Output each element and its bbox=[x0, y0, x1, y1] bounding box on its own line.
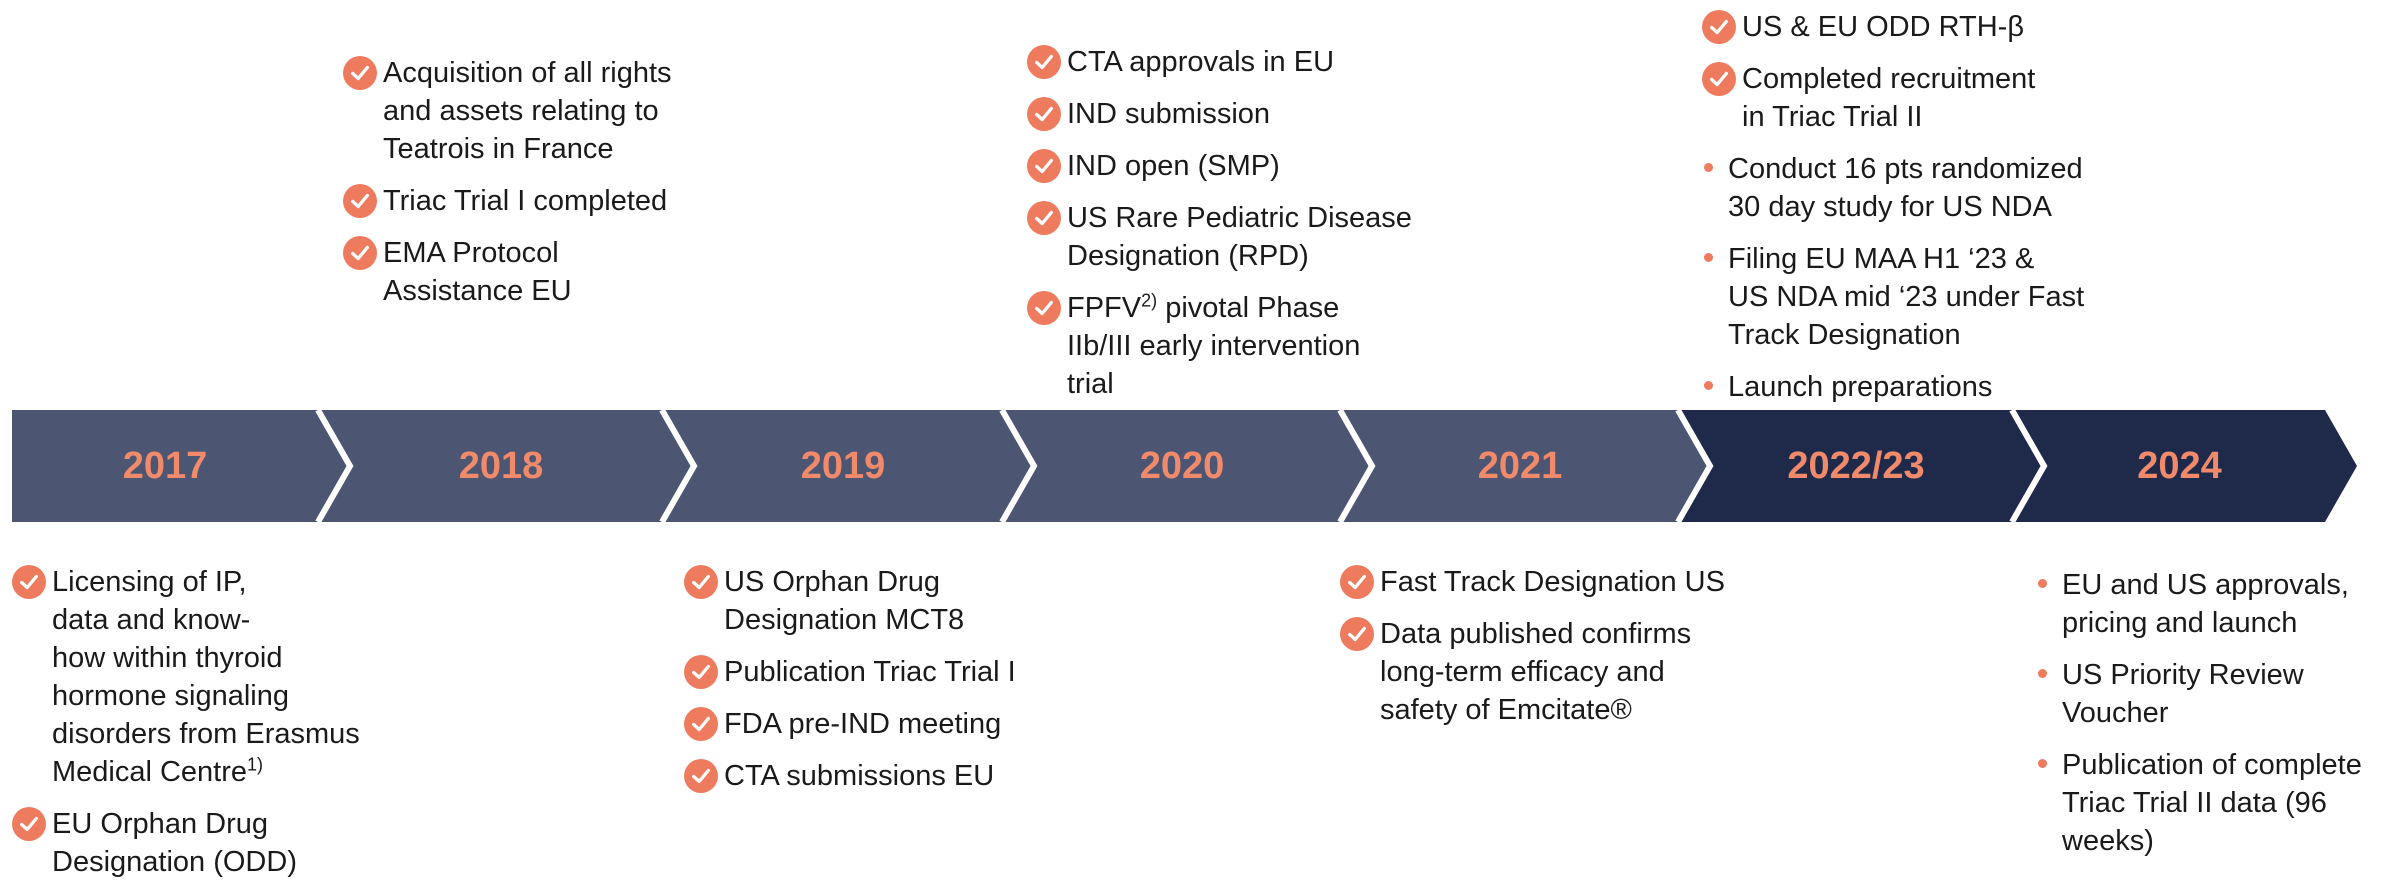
milestones-2018: Acquisition of all rights and assets rel… bbox=[343, 54, 743, 324]
milestone-item: Conduct 16 pts randomized 30 day study f… bbox=[1702, 150, 2122, 226]
milestone-text: Licensing of IP, data and know- how with… bbox=[52, 566, 360, 788]
checkmark-icon bbox=[12, 807, 46, 841]
checkmark-icon bbox=[1027, 97, 1061, 131]
milestone-item: EU Orphan Drug Designation (ODD) bbox=[12, 805, 392, 881]
segment-2018 bbox=[318, 410, 694, 522]
milestones-2021: Fast Track Designation US Data published… bbox=[1340, 563, 1760, 743]
checkmark-icon bbox=[1027, 291, 1061, 325]
checkmark-icon bbox=[1340, 617, 1374, 651]
footnote-ref: 2) bbox=[1141, 290, 1158, 311]
checkmark-icon bbox=[1702, 62, 1736, 96]
milestone-item: CTA submissions EU bbox=[684, 757, 1084, 795]
bullet-dot-icon bbox=[2038, 669, 2047, 678]
year-label-2021: 2021 bbox=[1477, 444, 1563, 487]
milestone-text: IND submission bbox=[1067, 98, 1271, 130]
bullet-dot-icon bbox=[1704, 381, 1713, 390]
milestone-item: US & EU ODD RTH-β bbox=[1702, 8, 2122, 46]
checkmark-icon bbox=[1702, 10, 1736, 44]
milestones-2017: Licensing of IP, data and know- how with… bbox=[12, 563, 392, 895]
milestone-item: FDA pre-IND meeting bbox=[684, 705, 1084, 743]
milestone-text: US Rare Pediatric Disease Designation (R… bbox=[1067, 202, 1412, 272]
milestone-text: Triac Trial I completed bbox=[383, 185, 668, 217]
milestone-text: EMA Protocol Assistance EU bbox=[383, 237, 572, 307]
milestone-text: US Priority Review Voucher bbox=[2062, 659, 2304, 729]
milestone-text: EU and US approvals, pricing and launch bbox=[2062, 569, 2349, 639]
year-label-2022-23: 2022/23 bbox=[1787, 444, 1925, 487]
checkmark-icon bbox=[343, 56, 377, 90]
footnote-ref: 1) bbox=[247, 754, 264, 775]
milestone-item: EU and US approvals, pricing and launch bbox=[2036, 566, 2391, 642]
milestone-item: US Priority Review Voucher bbox=[2036, 656, 2391, 732]
milestone-text: FDA pre-IND meeting bbox=[724, 708, 1002, 740]
milestone-text: EU Orphan Drug Designation (ODD) bbox=[52, 808, 297, 878]
milestone-text: CTA approvals in EU bbox=[1067, 46, 1335, 78]
bullet-dot-icon bbox=[2038, 579, 2047, 588]
milestone-item: Acquisition of all rights and assets rel… bbox=[343, 54, 743, 168]
milestone-item: IND submission bbox=[1027, 95, 1447, 133]
milestone-text: Conduct 16 pts randomized 30 day study f… bbox=[1728, 153, 2083, 223]
milestone-item: Publication Triac Trial I bbox=[684, 653, 1084, 691]
checkmark-icon bbox=[1027, 45, 1061, 79]
bullet-dot-icon bbox=[1704, 163, 1713, 172]
milestone-item: CTA approvals in EU bbox=[1027, 43, 1447, 81]
segment-2017 bbox=[12, 410, 350, 522]
milestone-item: FPFV2) pivotal Phase IIb/III early inter… bbox=[1027, 289, 1447, 403]
milestone-item: Completed recruitment in Triac Trial II bbox=[1702, 60, 2122, 136]
milestone-text: IND open (SMP) bbox=[1067, 150, 1280, 182]
checkmark-icon bbox=[1027, 149, 1061, 183]
checkmark-icon bbox=[12, 565, 46, 599]
bullet-dot-icon bbox=[2038, 759, 2047, 768]
milestone-text: Acquisition of all rights and assets rel… bbox=[383, 57, 672, 165]
milestone-text: Fast Track Designation US bbox=[1380, 566, 1725, 598]
year-label-2019: 2019 bbox=[800, 444, 886, 487]
milestone-text: Publication Triac Trial I bbox=[724, 656, 1016, 688]
milestone-text: CTA submissions EU bbox=[724, 760, 995, 792]
milestone-item: US Orphan Drug Designation MCT8 bbox=[684, 563, 1084, 639]
checkmark-icon bbox=[343, 236, 377, 270]
segment-2020 bbox=[1002, 410, 1372, 522]
milestone-item: Data published confirms long-term effica… bbox=[1340, 615, 1760, 729]
milestone-text-cont: pivotal Phase IIb/III early intervention… bbox=[1067, 292, 1361, 400]
milestone-item: Licensing of IP, data and know- how with… bbox=[12, 563, 392, 791]
year-label-2017: 2017 bbox=[122, 444, 208, 487]
checkmark-icon bbox=[684, 707, 718, 741]
milestone-item: Publication of complete Triac Trial II d… bbox=[2036, 746, 2391, 860]
timeline-bar bbox=[12, 410, 2357, 522]
checkmark-icon bbox=[684, 565, 718, 599]
bullet-dot-icon bbox=[1704, 253, 1713, 262]
milestone-text: US Orphan Drug Designation MCT8 bbox=[724, 566, 965, 636]
segment-2021 bbox=[1340, 410, 1710, 522]
milestone-item: Triac Trial I completed bbox=[343, 182, 743, 220]
checkmark-icon bbox=[1027, 201, 1061, 235]
milestone-text: US & EU ODD RTH-β bbox=[1742, 11, 2024, 43]
year-label-2020: 2020 bbox=[1139, 444, 1225, 487]
segment-2024 bbox=[2012, 410, 2357, 522]
segment-2019 bbox=[662, 410, 1034, 522]
checkmark-icon bbox=[343, 184, 377, 218]
year-label-2018: 2018 bbox=[458, 444, 544, 487]
milestone-text: Publication of complete Triac Trial II d… bbox=[2062, 749, 2362, 857]
milestone-text: Data published confirms long-term effica… bbox=[1380, 618, 1692, 726]
checkmark-icon bbox=[684, 759, 718, 793]
milestone-text: FPFV bbox=[1067, 292, 1142, 324]
milestone-item: Launch preparations bbox=[1702, 368, 2122, 406]
milestone-text: Completed recruitment in Triac Trial II bbox=[1742, 63, 2036, 133]
milestone-item: Filing EU MAA H1 ‘23 & US NDA mid ‘23 un… bbox=[1702, 240, 2122, 354]
milestone-text: Filing EU MAA H1 ‘23 & US NDA mid ‘23 un… bbox=[1728, 243, 2085, 351]
milestone-item: Fast Track Designation US bbox=[1340, 563, 1760, 601]
year-label-2024: 2024 bbox=[2137, 444, 2222, 487]
milestone-item: EMA Protocol Assistance EU bbox=[343, 234, 743, 310]
milestone-text: Launch preparations bbox=[1728, 371, 1993, 403]
checkmark-icon bbox=[684, 655, 718, 689]
checkmark-icon bbox=[1340, 565, 1374, 599]
milestone-item: IND open (SMP) bbox=[1027, 147, 1447, 185]
segment-2022 bbox=[1678, 410, 2044, 522]
milestone-item: US Rare Pediatric Disease Designation (R… bbox=[1027, 199, 1447, 275]
